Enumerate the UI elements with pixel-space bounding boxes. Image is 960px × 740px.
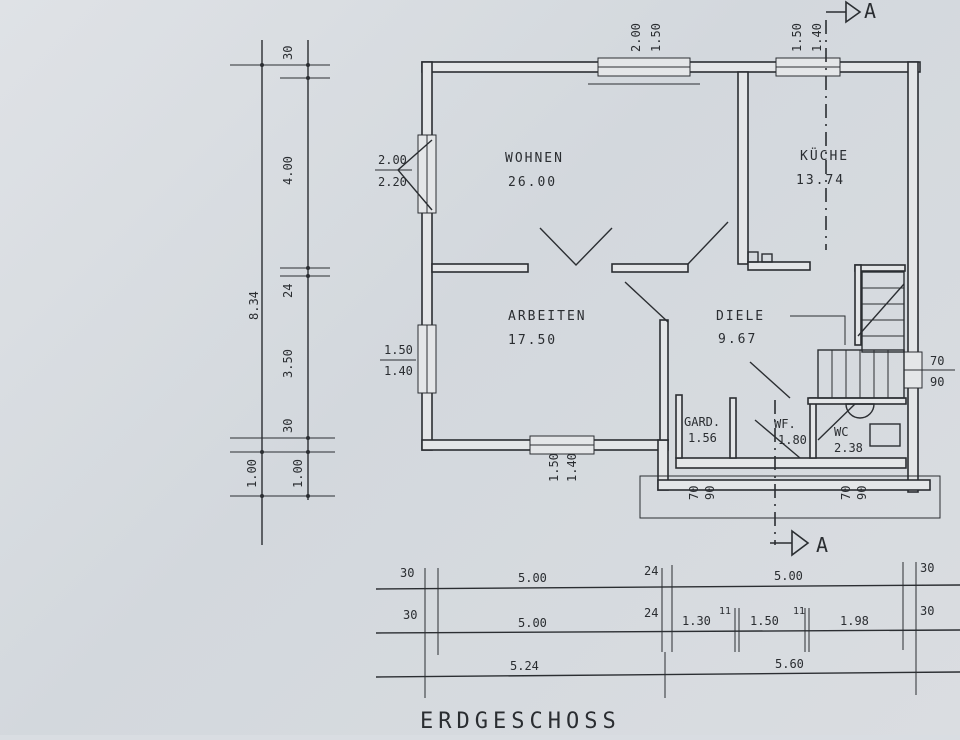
dimension-label: 30 xyxy=(920,561,934,575)
walls xyxy=(421,61,931,493)
dimension-label: 8.34 xyxy=(247,291,261,320)
dimension-label: 90 xyxy=(703,486,717,500)
dimension-label: 2.00 xyxy=(629,23,643,52)
dimension-label: 2.20 xyxy=(378,175,407,189)
room-name-diele: DIELE xyxy=(716,309,765,324)
room-name-wf: WF. xyxy=(774,417,796,431)
left-dimensions: 30 4.00 24 3.50 30 1.00 8.34 1.00 xyxy=(230,40,335,545)
dimension-label: 1.98 xyxy=(840,614,869,628)
room-area-wc: 2.38 xyxy=(834,441,863,455)
dimension-label: 90 xyxy=(855,486,869,500)
dimension-label: 70 xyxy=(687,486,701,500)
room-area-diele: 9.67 xyxy=(718,332,757,347)
dimension-label: 11 xyxy=(719,606,731,617)
room-name-wc: WC xyxy=(834,425,848,439)
bottom-dimensions: 30 5.00 24 5.00 30 30 5.00 24 1.30 11 1.… xyxy=(375,561,960,698)
dimension-label: 4.00 xyxy=(281,156,295,185)
dimension-label: 1.50 xyxy=(547,453,561,482)
dimension-label: 5.00 xyxy=(518,616,547,630)
room-name-wohnen: WOHNEN xyxy=(505,151,564,166)
dimension-label: 5.24 xyxy=(510,659,539,673)
room-name-kueche: KÜCHE xyxy=(800,147,849,164)
room-labels: WOHNEN 26.00 KÜCHE 13.74 ARBEITEN 17.50 … xyxy=(505,147,863,455)
dimension-label: 5.60 xyxy=(775,657,804,671)
section-marker-bottom: A xyxy=(816,533,828,557)
dimension-label: 30 xyxy=(920,604,934,618)
room-area-wf: 1.80 xyxy=(778,433,807,447)
dimension-label: 1.40 xyxy=(384,364,413,378)
dimension-label: 90 xyxy=(930,375,944,389)
dimension-label: 3.50 xyxy=(281,349,295,378)
dimension-label: 70 xyxy=(839,486,853,500)
dimension-label: 24 xyxy=(281,284,295,298)
dimension-label: 30 xyxy=(281,419,295,433)
section-marker-top: A xyxy=(864,0,876,23)
dimension-label: 24 xyxy=(644,606,658,620)
stairs xyxy=(747,251,905,399)
dimension-label: 1.30 xyxy=(682,614,711,628)
dimension-label: 5.00 xyxy=(518,571,547,585)
dimension-label: 70 xyxy=(930,354,944,368)
room-area-kueche: 13.74 xyxy=(796,173,845,188)
section-line: A A xyxy=(770,0,876,557)
room-area-arbeiten: 17.50 xyxy=(508,333,557,348)
dimension-label: 1.50 xyxy=(384,343,413,357)
room-name-arbeiten: ARBEITEN xyxy=(508,309,587,324)
dimension-label: 11 xyxy=(793,606,805,617)
dimension-label: 24 xyxy=(644,564,658,578)
dimension-label: 1.40 xyxy=(565,453,579,482)
dimension-label: 1.50 xyxy=(750,614,779,628)
dimension-label: 30 xyxy=(400,566,414,580)
dimension-label: 1.00 xyxy=(291,459,305,488)
dimension-label: 5.00 xyxy=(774,569,803,583)
dimension-label: 1.00 xyxy=(245,459,259,488)
room-area-gard: 1.56 xyxy=(688,431,717,445)
room-name-gard: GARD. xyxy=(684,415,720,429)
dimension-label: 30 xyxy=(281,46,295,60)
floor-title: ERDGESCHOSS xyxy=(420,709,621,734)
dimension-label: 2.00 xyxy=(378,153,407,167)
dimension-label: 30 xyxy=(403,608,417,622)
dimension-label: 1.50 xyxy=(649,23,663,52)
room-area-wohnen: 26.00 xyxy=(508,175,557,190)
window-dimensions: 2.00 1.50 1.50 1.40 2.00 2.20 1.50 1.40 … xyxy=(375,23,955,519)
dimension-label: 1.40 xyxy=(810,23,824,52)
dimension-label: 1.50 xyxy=(790,23,804,52)
